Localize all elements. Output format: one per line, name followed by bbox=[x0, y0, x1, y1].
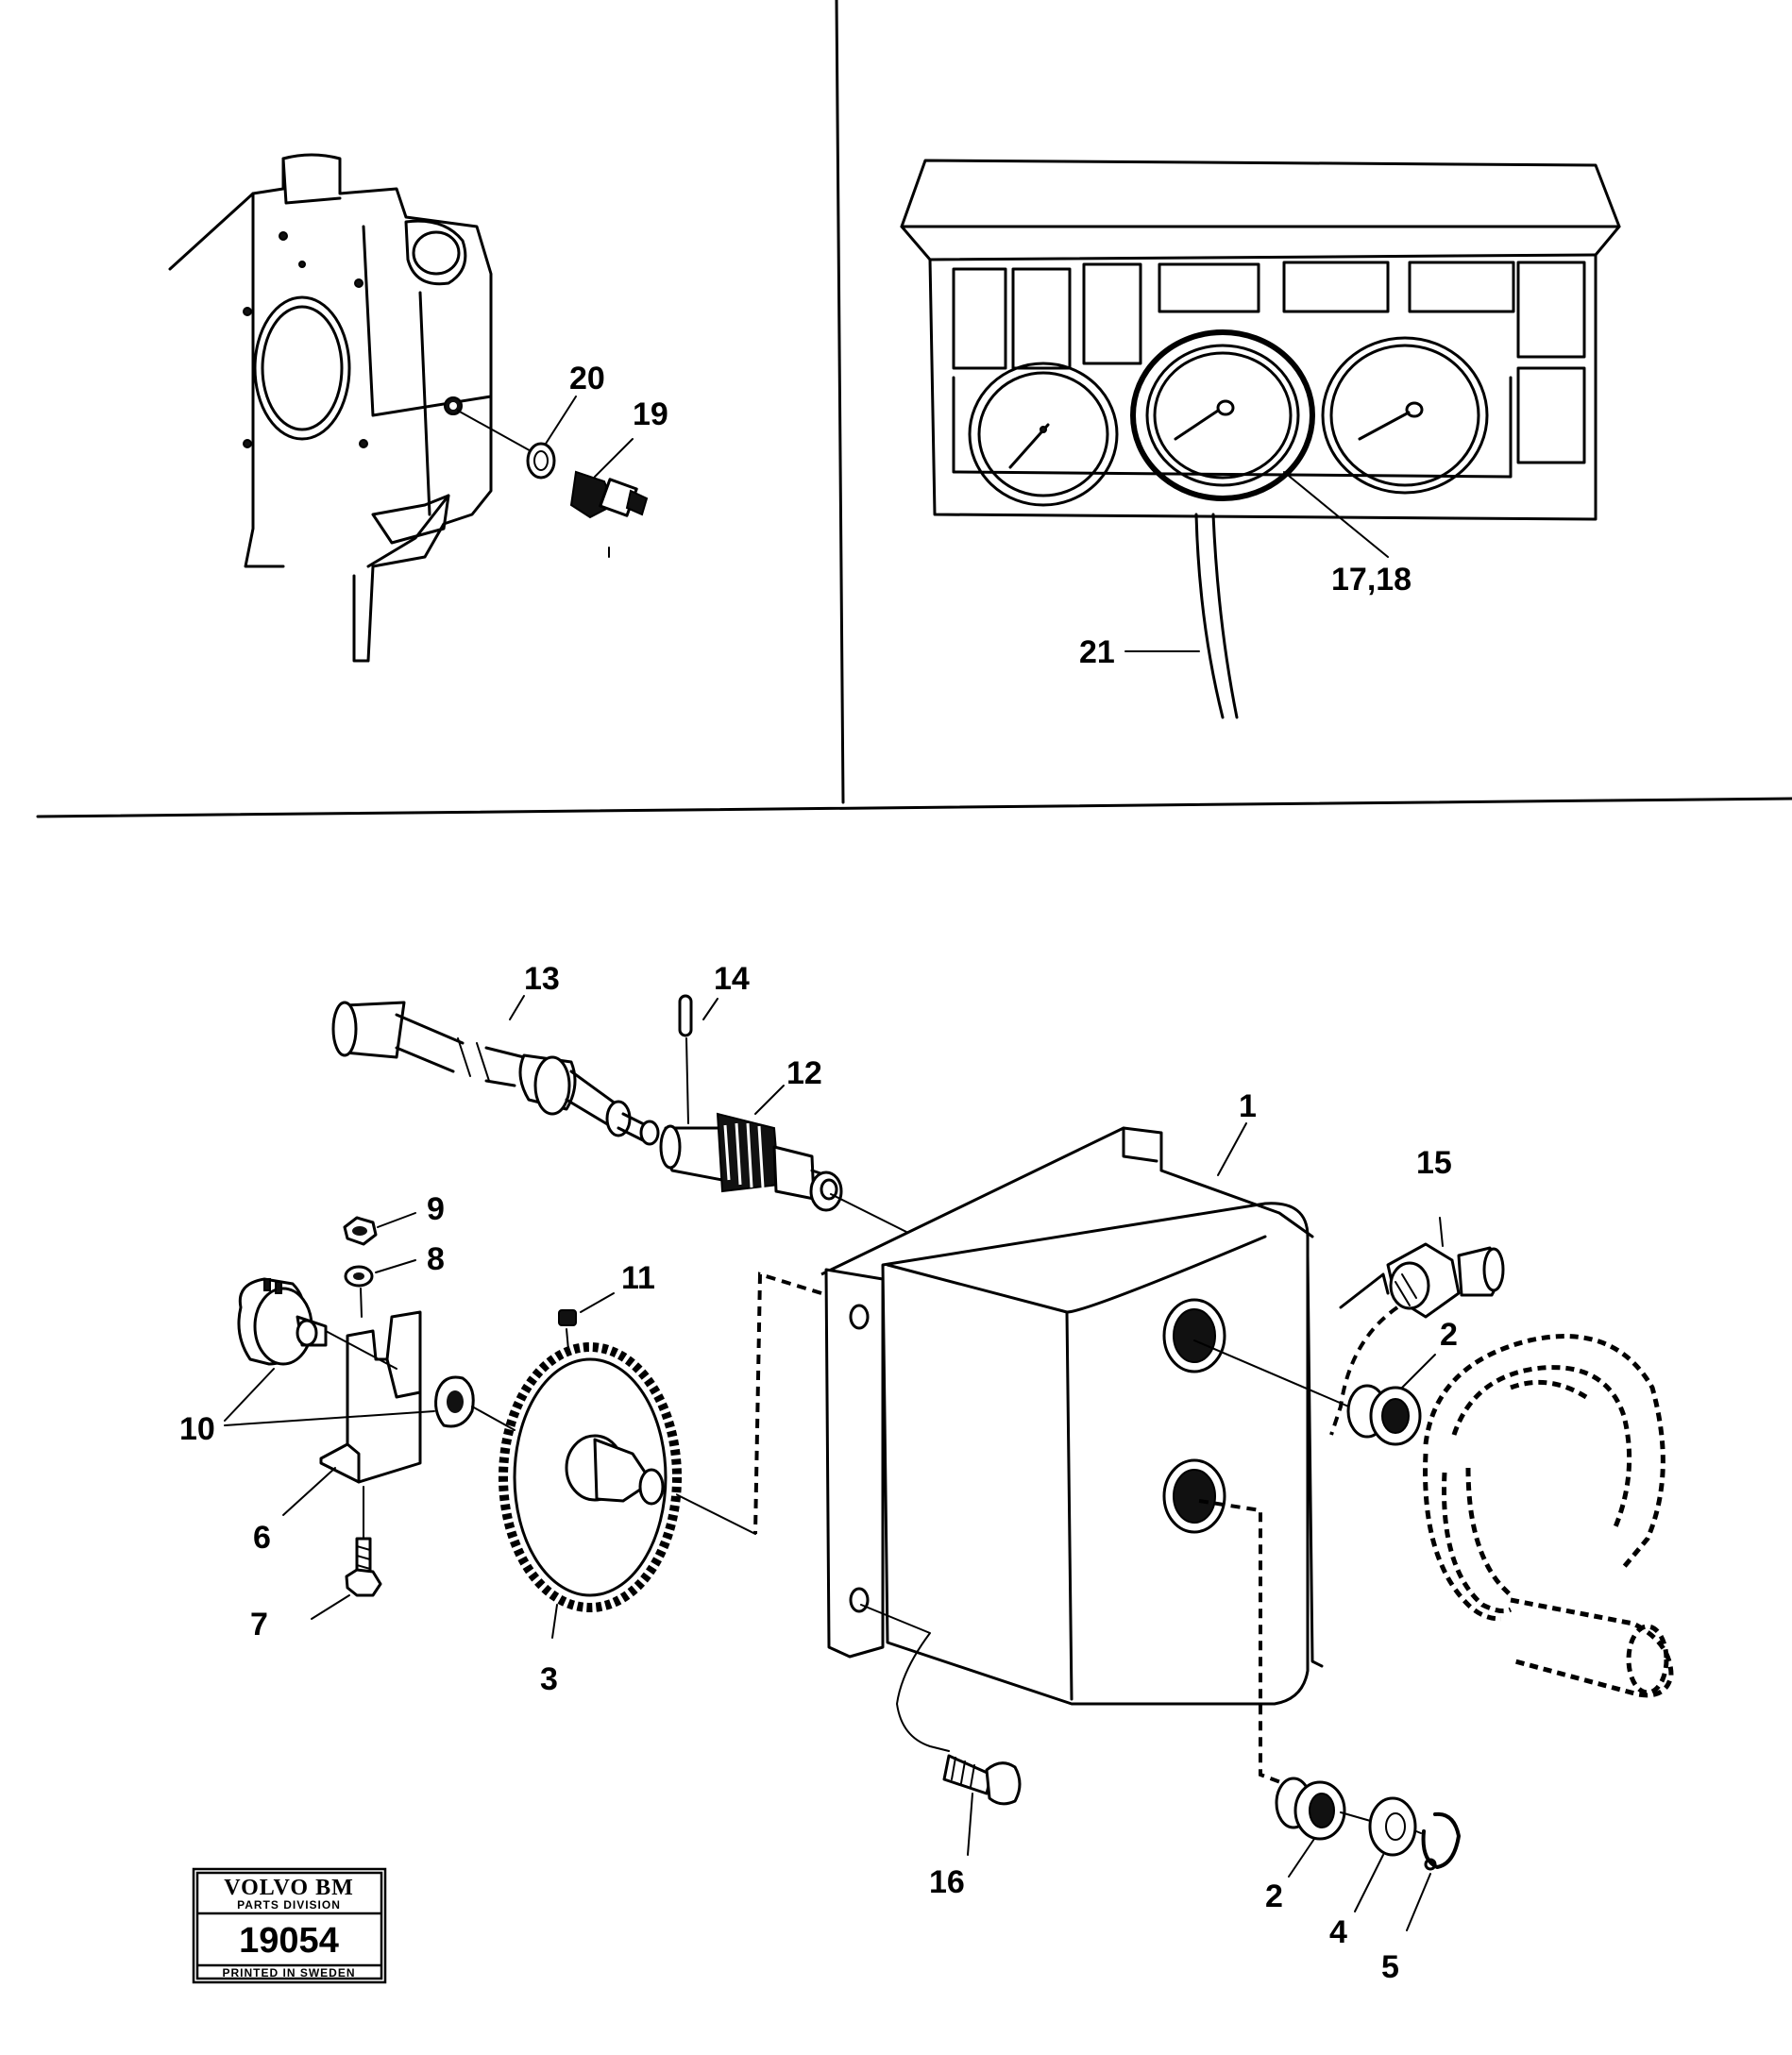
callout-label-10: 10 bbox=[179, 1411, 215, 1447]
badge-number: 19054 bbox=[239, 1921, 339, 1961]
callout-20: 20 bbox=[545, 361, 605, 445]
callout-17-18: 17,18 bbox=[1283, 471, 1412, 598]
callout-label-17-18: 17,18 bbox=[1331, 562, 1412, 598]
callout-label-6: 6 bbox=[253, 1520, 271, 1556]
badge-printed: PRINTED IN SWEDEN bbox=[222, 1966, 355, 1979]
callout-label-13: 13 bbox=[524, 961, 560, 997]
callout-label-3: 3 bbox=[540, 1661, 558, 1697]
instrument-panel-drawing bbox=[900, 159, 1621, 719]
callout-12: 12 bbox=[754, 1055, 822, 1115]
callout-label-19: 19 bbox=[633, 396, 668, 432]
callout-label-15: 15 bbox=[1416, 1145, 1452, 1181]
callout-6: 6 bbox=[253, 1467, 336, 1556]
set-screw-11: 11 bbox=[558, 1260, 655, 1351]
bushing-2-upper: 2 bbox=[1193, 1317, 1458, 1446]
callout-10: 10 bbox=[179, 1368, 435, 1447]
callout-label-2-lower: 2 bbox=[1265, 1878, 1283, 1914]
panel-dividers bbox=[36, 0, 1792, 818]
gear-3: 3 bbox=[499, 1342, 682, 1697]
screw-7: 7 bbox=[250, 1486, 382, 1642]
callout-label-12: 12 bbox=[786, 1055, 822, 1091]
washer-4: 4 bbox=[1329, 1796, 1417, 1950]
callout-label-14: 14 bbox=[714, 961, 750, 997]
callout-label-2-upper: 2 bbox=[1440, 1317, 1458, 1353]
callout-21: 21 bbox=[1079, 634, 1200, 670]
callout-label-11: 11 bbox=[621, 1260, 655, 1296]
nut-9: 9 bbox=[343, 1191, 445, 1246]
callout-label-1: 1 bbox=[1239, 1088, 1257, 1124]
callout-19: 19 bbox=[594, 396, 668, 478]
callout-label-7: 7 bbox=[250, 1607, 268, 1642]
fitting-15: 15 bbox=[1386, 1145, 1505, 1319]
pinion-12 bbox=[659, 1112, 907, 1233]
badge-brand: VOLVO BM bbox=[224, 1876, 354, 1900]
callout-13: 13 bbox=[509, 961, 560, 1020]
badge-division: PARTS DIVISION bbox=[237, 1898, 341, 1912]
washer-8: 8 bbox=[344, 1241, 445, 1288]
circlip-5: 5 bbox=[1381, 1811, 1461, 1985]
engine-housing-drawing bbox=[168, 153, 493, 663]
parts-division-badge: VOLVO BM PARTS DIVISION 19054 PRINTED IN… bbox=[192, 1867, 387, 1984]
sensor-19 bbox=[457, 410, 649, 558]
callout-label-5: 5 bbox=[1381, 1949, 1399, 1985]
bolt-16: 16 bbox=[860, 1604, 1022, 1900]
callout-label-9: 9 bbox=[427, 1191, 445, 1227]
callout-label-21: 21 bbox=[1079, 634, 1115, 670]
callout-label-20: 20 bbox=[569, 361, 605, 396]
callout-1: 1 bbox=[1217, 1088, 1257, 1176]
shaft-nut bbox=[434, 1375, 516, 1431]
callout-label-16: 16 bbox=[929, 1864, 965, 1900]
bracket-6 bbox=[319, 1310, 422, 1484]
worm-gear-ghost bbox=[1423, 1334, 1674, 1698]
pin-14: 14 bbox=[678, 961, 750, 1124]
gear-route-line bbox=[753, 1272, 822, 1535]
callout-label-8: 8 bbox=[427, 1241, 445, 1277]
callout-label-4: 4 bbox=[1329, 1914, 1347, 1950]
potentiometer-10 bbox=[237, 1277, 328, 1366]
bracket-screw-axis bbox=[360, 1288, 363, 1318]
lower-bushing-route-line bbox=[1198, 1499, 1299, 1791]
shaft-13 bbox=[331, 1001, 660, 1146]
gearbox-housing-1 bbox=[820, 1126, 1390, 1706]
bushing-2-lower: 2 bbox=[1265, 1777, 1346, 1914]
